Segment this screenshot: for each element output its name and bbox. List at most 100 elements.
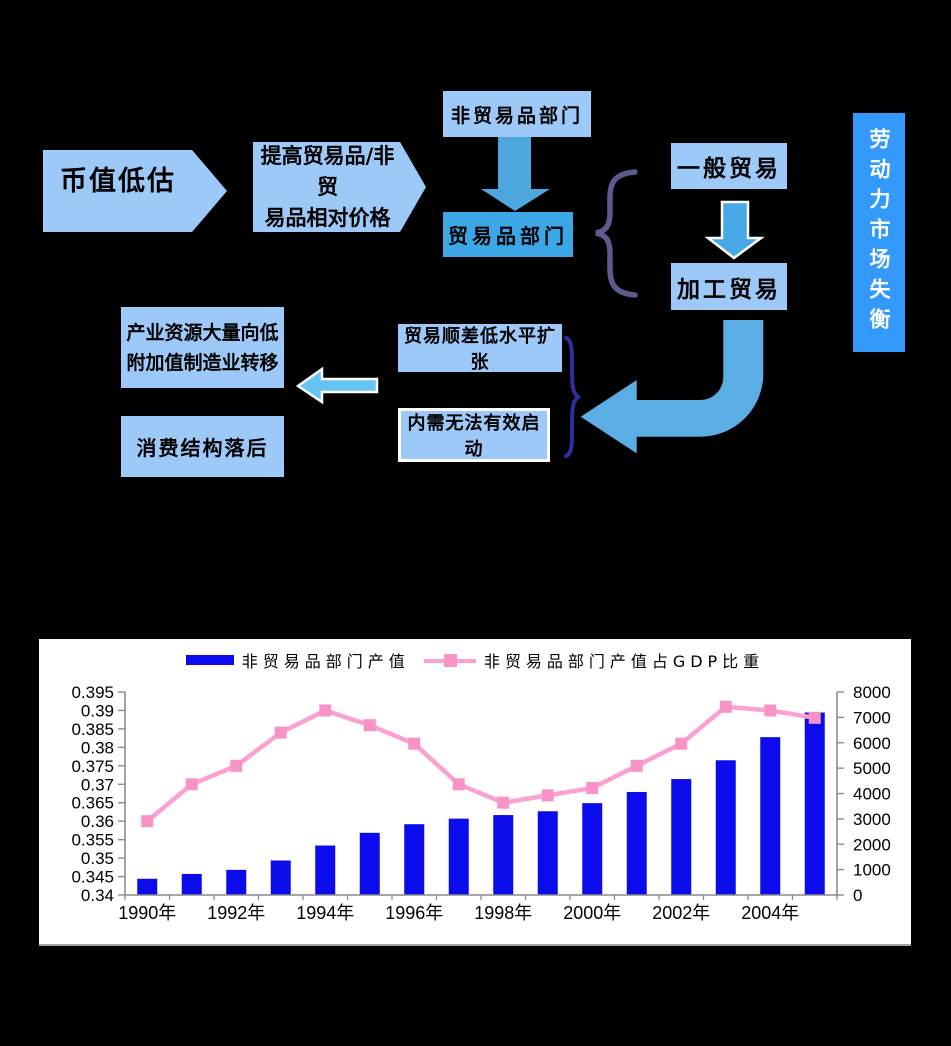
y-right-tick-label: 0 (853, 886, 862, 905)
node-raise-line1: 提高贸易品/非贸 (260, 143, 395, 199)
y-left-tick-label: 0.39 (81, 701, 114, 720)
legend-item-bar-series: 非贸易品部门产值 (185, 648, 410, 672)
marker-1994 (319, 704, 332, 717)
y-left-tick-label: 0.365 (71, 794, 114, 813)
marker-1990 (141, 815, 154, 828)
y-left-tick-label: 0.345 (71, 868, 114, 887)
node-labor-market-imbalance: 劳动力市场失衡 (853, 113, 905, 352)
marker-1991 (185, 778, 198, 791)
y-left-tick-label: 0.36 (81, 812, 114, 831)
chart-legend: 非贸易品部门产值 非贸易品部门产值占GDP比重 (39, 648, 911, 672)
marker-1997 (452, 778, 465, 791)
bar-1997 (448, 818, 469, 895)
bar-2003 (715, 760, 736, 895)
bar-1995 (359, 832, 380, 895)
bar-1992 (226, 869, 247, 895)
node-nontradable-label: 非贸易品部门 (450, 104, 583, 127)
x-tick-label: 1996年 (385, 903, 443, 923)
node-industry-resource-shift: 产业资源大量向低 附加值制造业转移 (121, 307, 284, 388)
node-raise-line2: 易品相对价格 (264, 205, 391, 230)
marker-2005 (808, 711, 821, 724)
node-processing-trade-label: 加工贸易 (677, 276, 781, 303)
legend-item-line-series: 非贸易品部门产值占GDP比重 (423, 648, 765, 672)
x-tick-label: 1992年 (207, 903, 265, 923)
marker-1993 (274, 726, 287, 739)
bar-2000 (582, 803, 603, 895)
bar-1990 (137, 878, 158, 895)
marker-2003 (719, 700, 732, 713)
left-arrow-to-industry (295, 366, 379, 405)
y-left-tick-label: 0.35 (81, 849, 114, 868)
y-left-tick-label: 0.37 (81, 775, 114, 794)
bar-2001 (626, 791, 647, 895)
y-left-tick-label: 0.375 (71, 757, 114, 776)
node-trade-surplus-label: 贸易顺差低水平扩张 (404, 326, 556, 373)
curved-arrow-processing-to-brace (580, 320, 764, 454)
node-trade-surplus: 贸易顺差低水平扩张 (398, 324, 562, 373)
down-arrow-nontradable-to-tradable (481, 137, 550, 211)
node-consumption-structure: 消费结构落后 (121, 416, 284, 477)
node-currency-label: 币值低估 (60, 165, 176, 197)
y-left-tick-label: 0.34 (81, 886, 114, 905)
marker-1999 (541, 789, 554, 802)
down-arrow-general-to-processing (704, 200, 765, 260)
node-labor-market-label: 劳动力市场失衡 (867, 127, 891, 338)
bar-2002 (671, 779, 692, 895)
node-general-trade: 一般贸易 (671, 143, 787, 189)
brace-right-icon (564, 336, 582, 458)
node-raise-relative-price: 提高贸易品/非贸 易品相对价格 (253, 142, 426, 232)
node-currency-undervalued: 币值低估 (43, 150, 227, 232)
bar-1994 (315, 845, 336, 895)
y-left-tick-label: 0.395 (71, 683, 114, 702)
y-right-tick-label: 6000 (853, 734, 891, 753)
marker-2001 (630, 759, 643, 772)
x-tick-label: 2000年 (563, 903, 621, 923)
marker-2002 (675, 737, 688, 750)
y-right-tick-label: 1000 (853, 861, 891, 880)
node-industry-line2: 附加值制造业转移 (126, 351, 279, 374)
y-right-tick-label: 3000 (853, 810, 891, 829)
brace-left-icon (595, 169, 638, 298)
bar-2004 (760, 737, 781, 895)
bar-1999 (537, 811, 558, 895)
flowchart-connectors (295, 137, 765, 458)
marker-2000 (586, 781, 599, 794)
x-tick-label: 1994年 (296, 903, 354, 923)
node-nontradable-sector: 非贸易品部门 (443, 91, 591, 137)
x-tick-label: 1990年 (118, 903, 176, 923)
marker-2004 (764, 704, 777, 717)
node-domestic-demand-label: 内需无法有效启动 (407, 413, 541, 460)
node-domestic-demand: 内需无法有效启动 (398, 408, 550, 462)
legend-bar-swatch-icon (185, 655, 234, 665)
combo-chart: 0.3950.390.3850.380.3750.370.3650.360.35… (71, 683, 891, 923)
node-tradable-sector: 贸易品部门 (443, 212, 573, 257)
y-right-tick-label: 2000 (853, 835, 891, 854)
marker-1998 (497, 796, 510, 809)
legend-line-swatch-icon (423, 653, 476, 667)
bar-2005 (804, 712, 825, 895)
y-left-tick-label: 0.355 (71, 831, 114, 850)
bar-1993 (270, 860, 291, 895)
bar-1991 (181, 873, 202, 895)
y-left-tick-label: 0.38 (81, 738, 114, 757)
y-right-tick-label: 8000 (853, 683, 891, 702)
legend-bar-label: 非贸易品部门产值 (241, 652, 410, 671)
node-consumption-label: 消费结构落后 (136, 436, 269, 460)
marker-1996 (408, 737, 421, 750)
y-left-tick-label: 0.385 (71, 720, 114, 739)
node-tradable-label: 贸易品部门 (448, 224, 568, 248)
marker-1992 (230, 759, 243, 772)
x-tick-label: 1998年 (474, 903, 532, 923)
bar-1998 (493, 815, 514, 895)
x-tick-label: 2004年 (741, 903, 799, 923)
node-processing-trade: 加工贸易 (671, 263, 787, 310)
marker-1995 (363, 719, 376, 732)
bar-1996 (404, 824, 425, 895)
y-right-tick-label: 5000 (853, 759, 891, 778)
gdp-ratio-line (145, 704, 816, 823)
y-right-tick-label: 4000 (853, 785, 891, 804)
y-right-tick-label: 7000 (853, 708, 891, 727)
legend-line-label: 非贸易品部门产值占GDP比重 (483, 652, 765, 671)
